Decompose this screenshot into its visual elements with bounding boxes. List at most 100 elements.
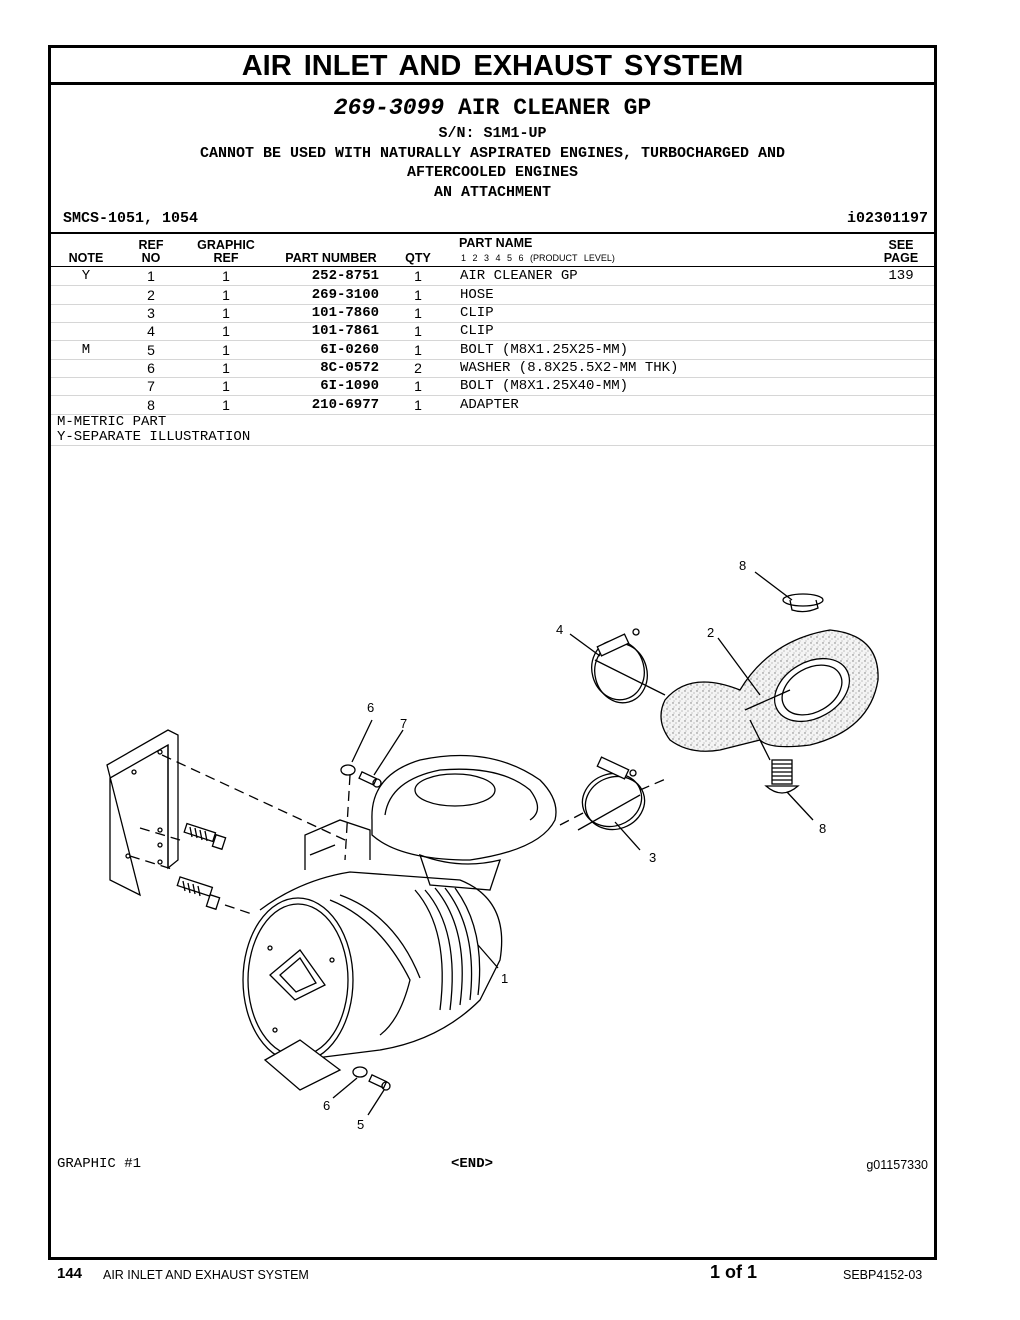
cell-graphic-ref: 1 — [222, 342, 230, 358]
cell-part-name: ADAPTER — [460, 397, 519, 413]
usage-note-line-2: AFTERCOOLED ENGINES — [406, 164, 579, 181]
cell-graphic-ref: 1 — [222, 268, 230, 284]
cell-part-number: 269-3100 — [311, 287, 379, 303]
cell-part-number: 8C-0572 — [320, 360, 379, 376]
graphic-id: g01157330 — [866, 1158, 928, 1172]
cell-ref: 1 — [147, 268, 155, 284]
table-row: 8 1 210-6977 1 ADAPTER — [51, 396, 934, 415]
smcs-codes: SMCS-1051, 1054 — [63, 210, 199, 227]
table-row: 6 1 8C-0572 2 WASHER (8.8X25.5X2-MM THK) — [51, 359, 934, 378]
callout-7: 7 — [400, 716, 407, 731]
page-number: 144 — [57, 1265, 83, 1282]
cell-qty: 1 — [414, 268, 422, 284]
cell-note: Y — [81, 268, 91, 284]
cell-ref: 6 — [147, 360, 155, 376]
page-title: 269-3099 AIR CLEANER GP — [51, 95, 934, 121]
col-header-graphic-top: GRAPHIC — [197, 238, 255, 252]
adapter-bottom-illustration — [764, 759, 800, 794]
table-row: 4 1 101-7861 1 CLIP — [51, 322, 934, 341]
table-header-top-rule — [51, 232, 934, 234]
hose-illustration — [660, 629, 879, 752]
col-header-ref-top: REF — [138, 238, 164, 252]
cell-part-name: BOLT (M8X1.25X40-MM) — [460, 378, 629, 394]
product-level-legend: 1 2 3 4 5 6 (PRODUCT LEVEL) — [461, 253, 615, 263]
document-id: SEBP4152-03 — [843, 1268, 923, 1282]
col-header-note: NOTE — [68, 251, 104, 265]
clip-3-illustration — [581, 756, 646, 831]
air-cleaner-cover — [371, 754, 557, 891]
cell-graphic-ref: 1 — [222, 287, 230, 303]
page-frame: AIR INLET AND EXHAUST SYSTEM 269-3099 AI… — [48, 45, 937, 1260]
cell-ref: 8 — [147, 397, 155, 413]
air-cleaner-body — [242, 819, 503, 1091]
cell-ref: 5 — [147, 342, 155, 358]
table-row: Y 1 1 252-8751 1 AIR CLEANER GP 139 — [51, 267, 934, 286]
cell-qty: 1 — [414, 305, 422, 321]
cell-graphic-ref: 1 — [222, 397, 230, 413]
clip-4-illustration — [591, 628, 648, 704]
callout-8-top: 8 — [739, 558, 746, 573]
table-row: M 5 1 6I-0260 1 BOLT (M8X1.25X25-MM) — [51, 341, 934, 360]
cell-ref: 3 — [147, 305, 155, 321]
callout-5: 5 — [357, 1117, 364, 1132]
col-header-see-bottom: PAGE — [883, 251, 919, 265]
group-part-number: 269-3099 — [333, 95, 445, 121]
cell-qty: 1 — [414, 397, 422, 413]
cell-part-number: 252-8751 — [311, 268, 379, 284]
adapter-top-illustration — [782, 593, 824, 613]
col-header-part-name: PART NAME — [459, 236, 533, 250]
cell-part-name: CLIP — [460, 323, 494, 339]
callout-6-bottom: 6 — [323, 1098, 330, 1113]
graphic-label: GRAPHIC #1 — [57, 1156, 142, 1172]
cell-part-number: 210-6977 — [311, 397, 379, 413]
callout-8-bottom: 8 — [819, 821, 826, 836]
col-header-qty: QTY — [405, 251, 431, 265]
table-header-bottom-rule — [51, 266, 934, 267]
group-part-title: AIR CLEANER GP — [458, 95, 652, 121]
cell-part-number: 101-7861 — [311, 323, 379, 339]
cell-graphic-ref: 1 — [222, 305, 230, 321]
cell-part-number: 101-7860 — [311, 305, 379, 321]
table-row: 3 1 101-7860 1 CLIP — [51, 304, 934, 323]
cell-ref: 7 — [147, 378, 155, 394]
col-header-see-top: SEE — [888, 238, 914, 252]
table-notes: M-METRIC PART Y-SEPARATE ILLUSTRATION — [57, 415, 250, 445]
cell-graphic-ref: 1 — [222, 360, 230, 376]
callout-1: 1 — [501, 971, 508, 986]
page-of-count: 1 of 1 — [710, 1262, 758, 1282]
usage-note-line-1: CANNOT BE USED WITH NATURALLY ASPIRATED … — [199, 145, 786, 162]
table-row: 2 1 269-3100 1 HOSE — [51, 286, 934, 305]
notes-rule — [51, 445, 934, 446]
cell-part-name: HOSE — [460, 287, 494, 303]
callout-4: 4 — [556, 622, 563, 637]
cell-part-name: AIR CLEANER GP — [460, 268, 578, 284]
cell-part-name: WASHER (8.8X25.5X2-MM THK) — [460, 360, 679, 376]
cell-part-name: BOLT (M8X1.25X25-MM) — [460, 342, 629, 358]
callout-6-top: 6 — [367, 700, 374, 715]
cell-graphic-ref: 1 — [222, 323, 230, 339]
cell-part-number: 6I-0260 — [320, 342, 379, 358]
section-banner: AIR INLET AND EXHAUST SYSTEM — [51, 48, 934, 85]
illustration-id: i02301197 — [846, 210, 928, 227]
note-separate-illustration: Y-SEPARATE ILLUSTRATION — [57, 429, 251, 445]
serial-number: S/N: S1M1-UP — [438, 125, 547, 142]
cell-qty: 1 — [414, 323, 422, 339]
footer-section-name: AIR INLET AND EXHAUST SYSTEM — [103, 1268, 309, 1282]
callout-2: 2 — [707, 625, 714, 640]
bolt-illustration — [176, 822, 227, 911]
col-header-ref-bottom: NO — [141, 251, 161, 265]
cell-qty: 2 — [414, 360, 422, 376]
cell-qty: 1 — [414, 342, 422, 358]
cell-qty: 1 — [414, 287, 422, 303]
end-marker: <END> — [451, 1156, 494, 1172]
table-row: 7 1 6I-1090 1 BOLT (M8X1.25X40-MM) — [51, 377, 934, 396]
cell-part-name: CLIP — [460, 305, 494, 321]
cell-qty: 1 — [414, 378, 422, 394]
callout-3: 3 — [649, 850, 656, 865]
cell-graphic-ref: 1 — [222, 378, 230, 394]
cell-see-page[interactable]: 139 — [888, 268, 914, 284]
cell-ref: 4 — [147, 323, 155, 339]
col-header-part-number: PART NUMBER — [285, 251, 377, 265]
usage-note-line-3: AN ATTACHMENT — [433, 184, 552, 201]
